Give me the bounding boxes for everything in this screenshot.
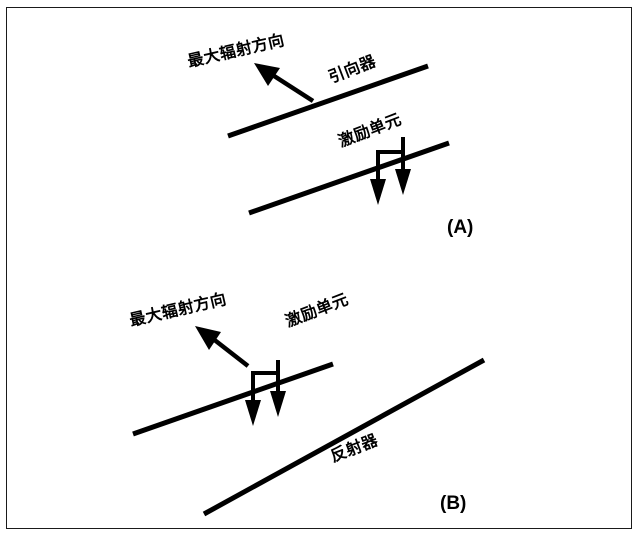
feed-arrow-left-a (370, 150, 403, 205)
driven-element-line-b (132, 361, 334, 437)
driven-element-label-a: 激励单元 (336, 109, 404, 150)
director-element-line-a (227, 63, 429, 139)
figure-border (6, 7, 632, 529)
panel-label-a: (A) (447, 217, 473, 238)
panel-a: 最大辐射方向 引向器 激励单元 (A) (186, 30, 474, 238)
director-label-a: 引向器 (326, 51, 379, 87)
feed-arrow-right-b (270, 360, 286, 417)
panel-b: 最大辐射方向 激励单元 反射器 (B) (128, 289, 486, 517)
driven-element-line-a (248, 140, 450, 216)
feed-arrow-left-b (245, 371, 278, 426)
feed-arrow-right-a (395, 137, 411, 195)
driven-element-label-b: 激励单元 (283, 289, 351, 330)
panel-label-b: (B) (440, 493, 466, 514)
reflector-element-line-b (202, 357, 486, 517)
reflector-label-b: 反射器 (328, 430, 381, 466)
max-radiation-label-b: 最大辐射方向 (128, 289, 229, 330)
max-radiation-label-a: 最大辐射方向 (186, 30, 287, 71)
max-radiation-arrow-b (195, 326, 250, 368)
max-radiation-arrow-a (254, 63, 315, 103)
